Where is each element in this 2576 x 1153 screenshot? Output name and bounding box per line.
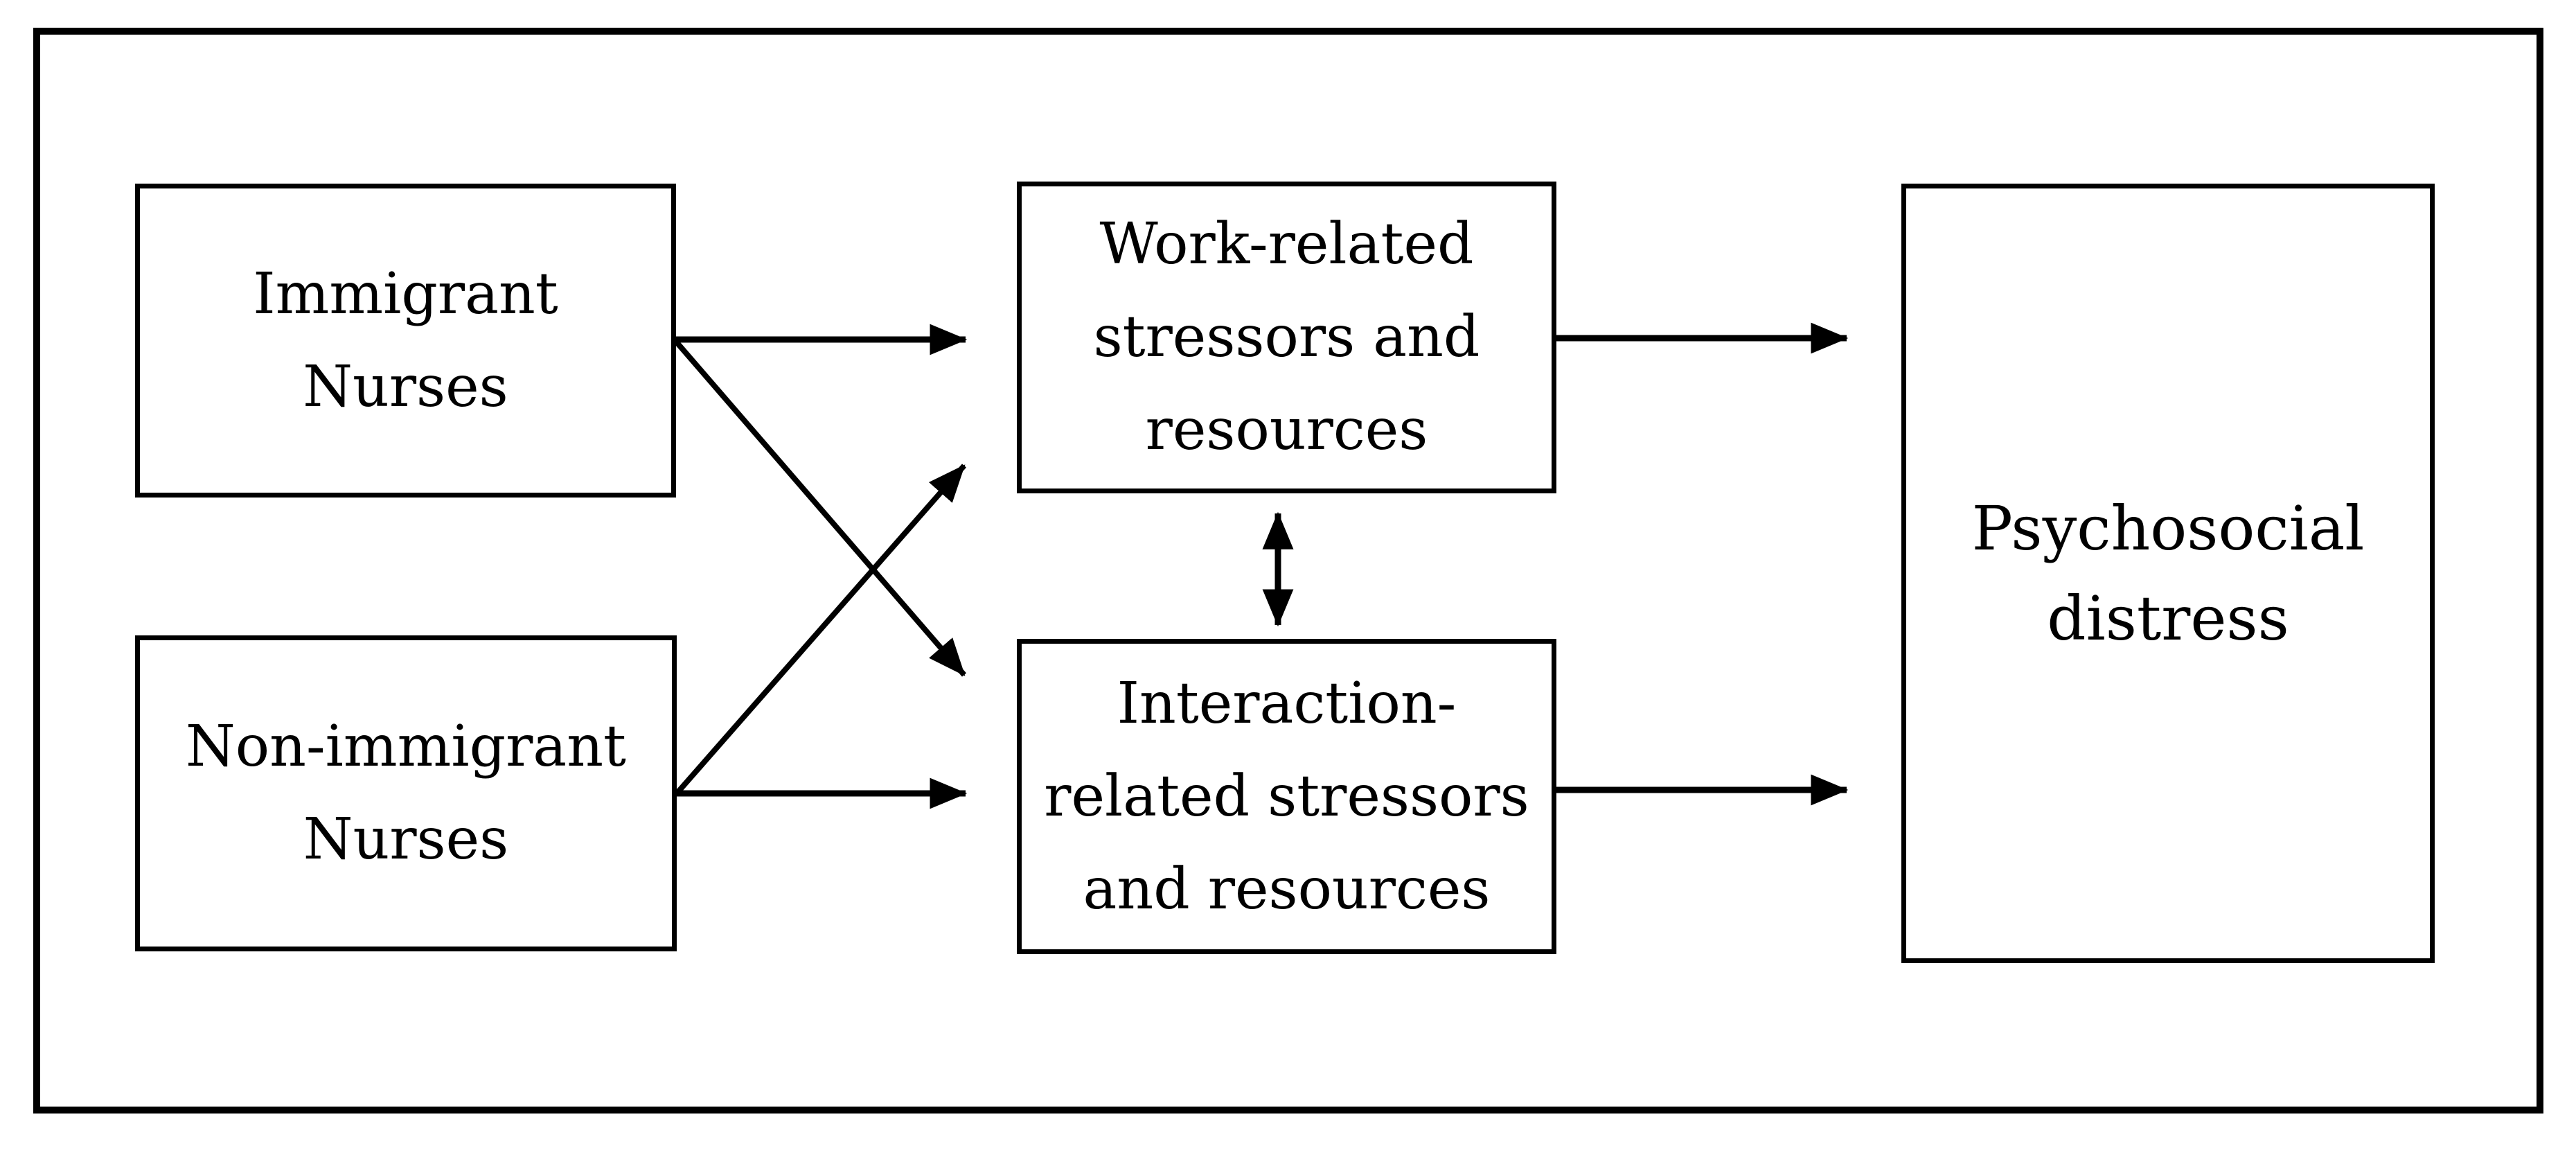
node-label-line: Non-immigrant — [186, 714, 626, 780]
node-label-line: and resources — [1083, 856, 1491, 922]
node-label-line: resources — [1145, 397, 1428, 463]
arrow-immigrant-to-interaction — [673, 340, 967, 677]
node-label-line: distress — [2047, 582, 2289, 654]
node-label-line: Interaction- — [1117, 670, 1457, 737]
node-immigrant-nurses: Immigrant Nurses — [135, 184, 676, 498]
node-label-line: Work-related — [1099, 211, 1474, 277]
node-work-related-stressors: Work-related stressors and resources — [1017, 182, 1556, 493]
node-label-line: Nurses — [303, 807, 509, 872]
node-label-line: related stressors — [1044, 763, 1529, 829]
node-non-immigrant-nurses: Non-immigrant Nurses — [135, 635, 677, 951]
node-label-line: Psychosocial — [1971, 492, 2365, 564]
node-label-line: Immigrant — [253, 261, 558, 327]
arrow-nonimmigrant-to-work — [674, 464, 967, 795]
node-label-line: Nurses — [303, 353, 508, 420]
node-interaction-related-stressors: Interaction- related stressors and resou… — [1017, 639, 1556, 954]
node-psychosocial-distress: Psychosocial distress — [1901, 184, 2435, 963]
node-label-line: stressors and — [1093, 304, 1480, 370]
